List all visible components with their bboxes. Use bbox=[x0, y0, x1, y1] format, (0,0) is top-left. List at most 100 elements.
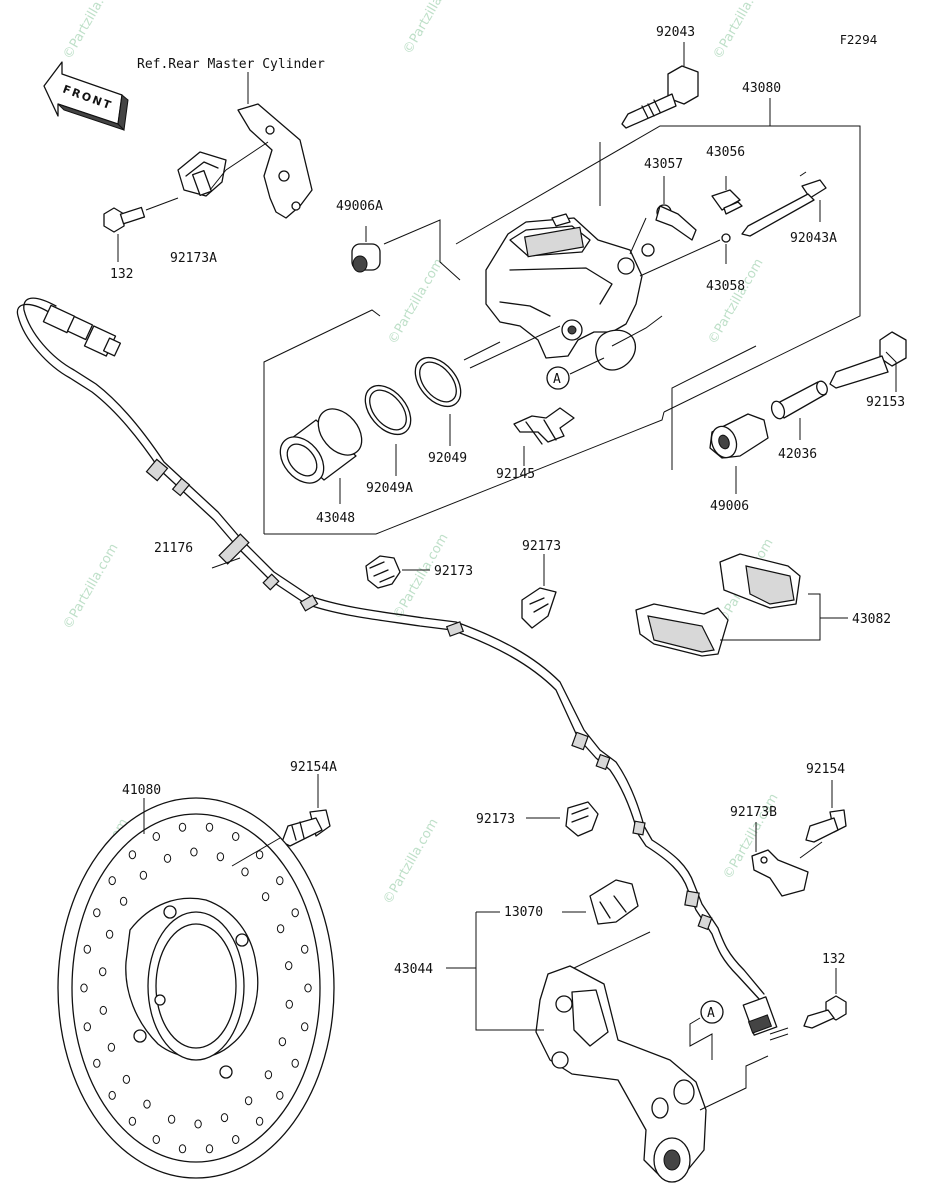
label-43048: 43048 bbox=[316, 511, 355, 526]
watermark: ©Partzilla.com bbox=[400, 0, 461, 57]
disc-hole bbox=[190, 847, 198, 857]
disc-hole bbox=[285, 999, 293, 1009]
callout-a-upper-text: A bbox=[553, 372, 561, 387]
abs-sensor-bottom bbox=[742, 996, 789, 1041]
disc-hole bbox=[178, 822, 187, 832]
seal-92049A bbox=[364, 384, 412, 476]
label-49006: 49006 bbox=[710, 499, 749, 514]
label-42036: 42036 bbox=[778, 447, 817, 462]
disc-hole bbox=[105, 929, 114, 939]
clip-92173-lower bbox=[526, 801, 599, 837]
label-92154A: 92154A bbox=[290, 760, 337, 775]
label-92154: 92154 bbox=[806, 762, 845, 777]
disc-hole bbox=[80, 983, 88, 993]
label-92173B: 92173B bbox=[730, 805, 777, 820]
disc-hole bbox=[194, 1119, 202, 1129]
label-92049: 92049 bbox=[428, 451, 467, 466]
clip-92173-left bbox=[365, 555, 430, 589]
callout-a-lower: A bbox=[689, 1000, 724, 1060]
label-92173-b: 92173 bbox=[522, 539, 561, 554]
disc-hole bbox=[304, 983, 312, 993]
caliper-bracket-43044 bbox=[446, 911, 769, 1183]
disc-hole bbox=[163, 853, 172, 863]
front-arrow: FRONT bbox=[43, 61, 129, 132]
disc-hole bbox=[139, 870, 148, 880]
disc-hole bbox=[291, 1058, 299, 1068]
label-43058: 43058 bbox=[706, 279, 745, 294]
label-43056: 43056 bbox=[706, 145, 745, 160]
disc-hole bbox=[220, 1113, 229, 1123]
abs-hose-21176 bbox=[16, 297, 789, 1041]
disc-hole bbox=[152, 1135, 161, 1144]
boot-49006 bbox=[671, 345, 769, 494]
disc-hole bbox=[261, 892, 270, 902]
label-21176: 21176 bbox=[154, 541, 193, 556]
disc-hole bbox=[99, 1005, 108, 1015]
seal-92049 bbox=[414, 341, 501, 446]
watermark: ©Partzilla.com bbox=[385, 256, 446, 347]
piston-group-box bbox=[263, 309, 665, 535]
disc-hole bbox=[241, 867, 249, 877]
plate-13070 bbox=[562, 879, 639, 925]
disc-hole bbox=[285, 961, 293, 971]
label-92173-a: 92173 bbox=[434, 564, 473, 579]
label-41080: 41080 bbox=[122, 783, 161, 798]
bolt-92043 bbox=[621, 42, 699, 129]
disc-hole bbox=[107, 1042, 116, 1052]
bolt-92153 bbox=[829, 331, 907, 392]
brake-disc-41080 bbox=[57, 797, 335, 1179]
disc-hole bbox=[205, 1144, 214, 1154]
label-43080: 43080 bbox=[742, 81, 781, 96]
part-labels: 92043 43080 43057 43056 49006A 92043A 92… bbox=[110, 25, 905, 977]
disc-hole bbox=[276, 876, 284, 886]
diagram-code: F2294 bbox=[840, 33, 877, 47]
callout-a-lower-text: A bbox=[707, 1006, 715, 1021]
label-92153: 92153 bbox=[866, 395, 905, 410]
caliper-body bbox=[469, 213, 643, 371]
label-43082: 43082 bbox=[852, 612, 891, 627]
brake-pads-43082 bbox=[635, 553, 848, 657]
link-43057 bbox=[629, 176, 697, 257]
disc-hole bbox=[83, 944, 92, 954]
label-43044: 43044 bbox=[394, 962, 433, 977]
disc-hole bbox=[108, 876, 116, 886]
disc-hole bbox=[278, 1037, 287, 1047]
disc-holes bbox=[80, 822, 312, 1154]
clamp-92173A bbox=[177, 141, 269, 197]
cap-43058 bbox=[639, 233, 731, 277]
bolt-92154A bbox=[281, 774, 331, 847]
disc-hole bbox=[143, 1099, 151, 1109]
bracket-92173B bbox=[751, 822, 823, 897]
label-132-top: 132 bbox=[110, 267, 133, 282]
bolt-132-bottom bbox=[803, 968, 847, 1029]
disc-hole bbox=[276, 924, 285, 934]
sensor-connector-top bbox=[42, 304, 122, 357]
piston-43048 bbox=[279, 408, 363, 504]
disc-hole bbox=[276, 1090, 284, 1100]
watermark: ©Partzilla.com bbox=[380, 816, 441, 907]
label-13070: 13070 bbox=[504, 905, 543, 920]
disc-hole bbox=[301, 944, 309, 954]
disc-hole bbox=[255, 1116, 264, 1126]
disc-hole bbox=[216, 852, 225, 862]
disc-hole bbox=[205, 822, 214, 832]
disc-hole bbox=[128, 1116, 137, 1126]
clip-92173-middle bbox=[521, 554, 557, 629]
bleeder-43056 bbox=[711, 176, 743, 215]
disc-hole bbox=[264, 1070, 273, 1080]
label-43057: 43057 bbox=[644, 157, 683, 172]
disc-hole bbox=[83, 1022, 92, 1032]
disc-hole bbox=[255, 850, 264, 860]
caliper-group-box-43080 bbox=[383, 98, 861, 413]
label-92049A: 92049A bbox=[366, 481, 413, 496]
cap-49006A bbox=[351, 226, 381, 273]
sleeve-42036 bbox=[770, 380, 828, 440]
disc-hole bbox=[178, 1144, 187, 1154]
label-92043: 92043 bbox=[656, 25, 695, 40]
disc-hole bbox=[232, 1135, 240, 1144]
bolt-132-top bbox=[103, 197, 179, 262]
disc-hole bbox=[119, 896, 128, 906]
master-cylinder-bracket bbox=[237, 72, 313, 219]
disc-hole bbox=[244, 1096, 253, 1106]
